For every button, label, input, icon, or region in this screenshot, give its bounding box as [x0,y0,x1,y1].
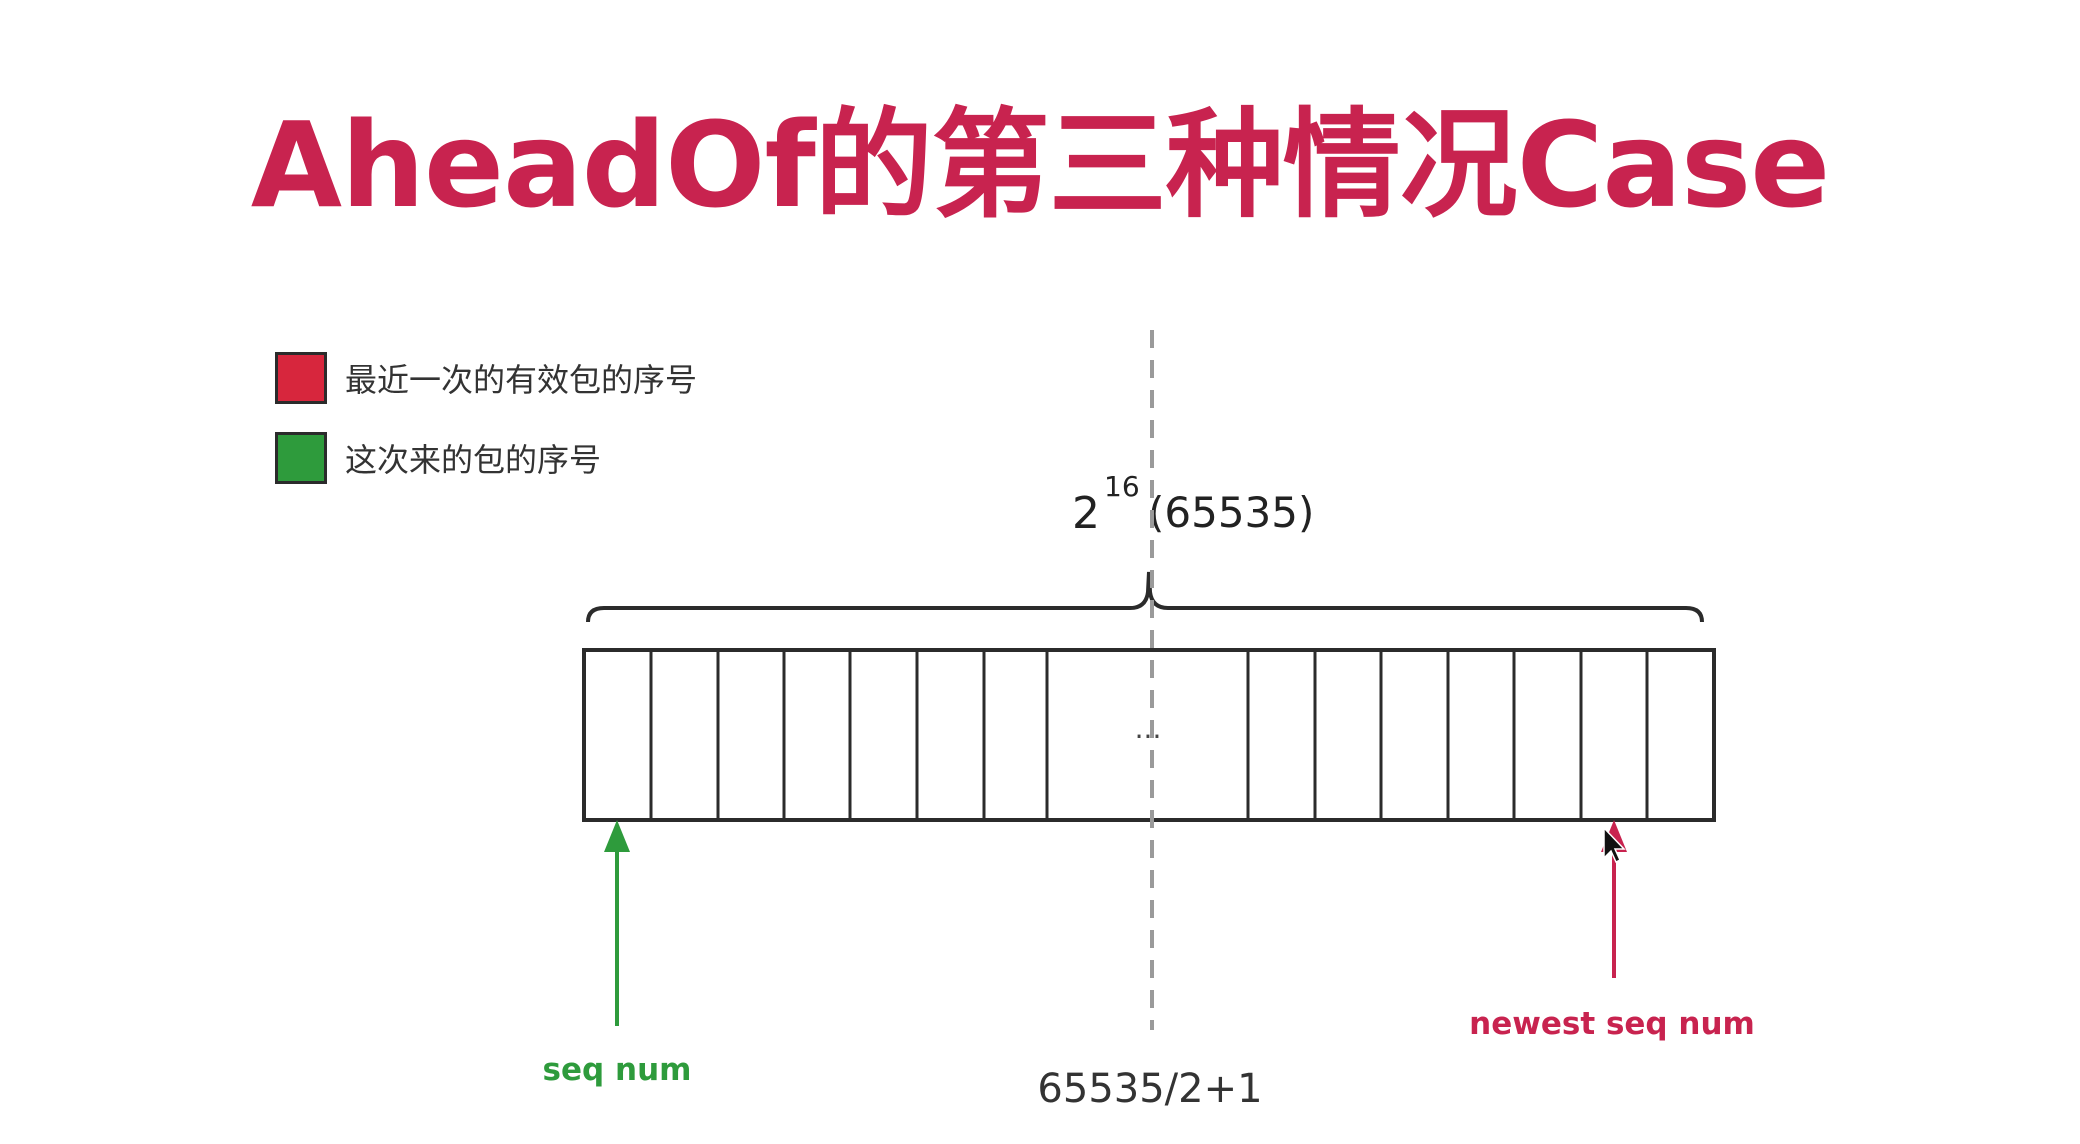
page-title: AheadOf的第三种情况Case [250,96,1831,234]
range-value: (65535) [1148,488,1315,537]
legend-swatch-green [275,432,327,484]
mouse-cursor-icon [1603,826,1626,864]
legend-item-current-packet: 这次来的包的序号 [275,430,601,486]
legend-label-current-packet: 这次来的包的序号 [345,441,602,479]
range-exponent: 16 [1104,470,1140,503]
sequence-buffer [582,648,1716,822]
seq-num-label: seq num [542,1052,692,1088]
legend-label-latest-valid: 最近一次的有效包的序号 [345,361,698,399]
newest-seq-num-label: newest seq num [1469,1006,1755,1042]
seq-num-arrow [604,820,630,1026]
legend-swatch-red [275,352,327,404]
range-base: 2 [1072,488,1100,539]
range-brace [586,571,1704,623]
buffer-ellipsis: ... [1134,712,1162,745]
buffer-outline [582,648,1716,822]
midpoint-label: 65535/2+1 [1037,1066,1263,1112]
legend-item-latest-valid: 最近一次的有效包的序号 [275,350,697,406]
